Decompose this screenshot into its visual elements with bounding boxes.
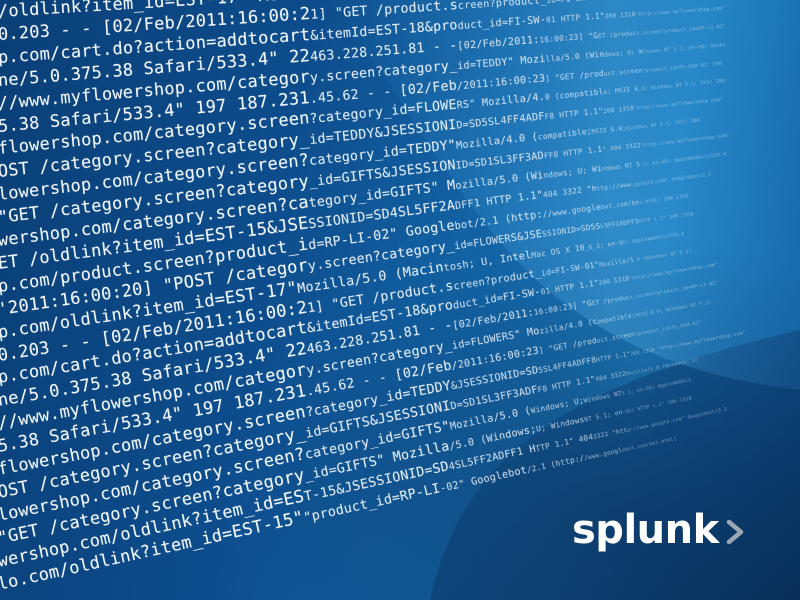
log-line-segment: 200 1318 [604,10,636,21]
log-line-segment: /2.1 (http:/ [525,452,586,475]
splunk-logo: splunk [572,506,749,554]
log-line-segment: ET /produc [597,29,638,40]
chevron-right-icon [726,519,743,545]
logo-wordmark: splunk [572,507,719,553]
log-line-segment: /www.googl [583,446,624,462]
log-line-segment: ebot.com/bot.html) [621,436,678,454]
